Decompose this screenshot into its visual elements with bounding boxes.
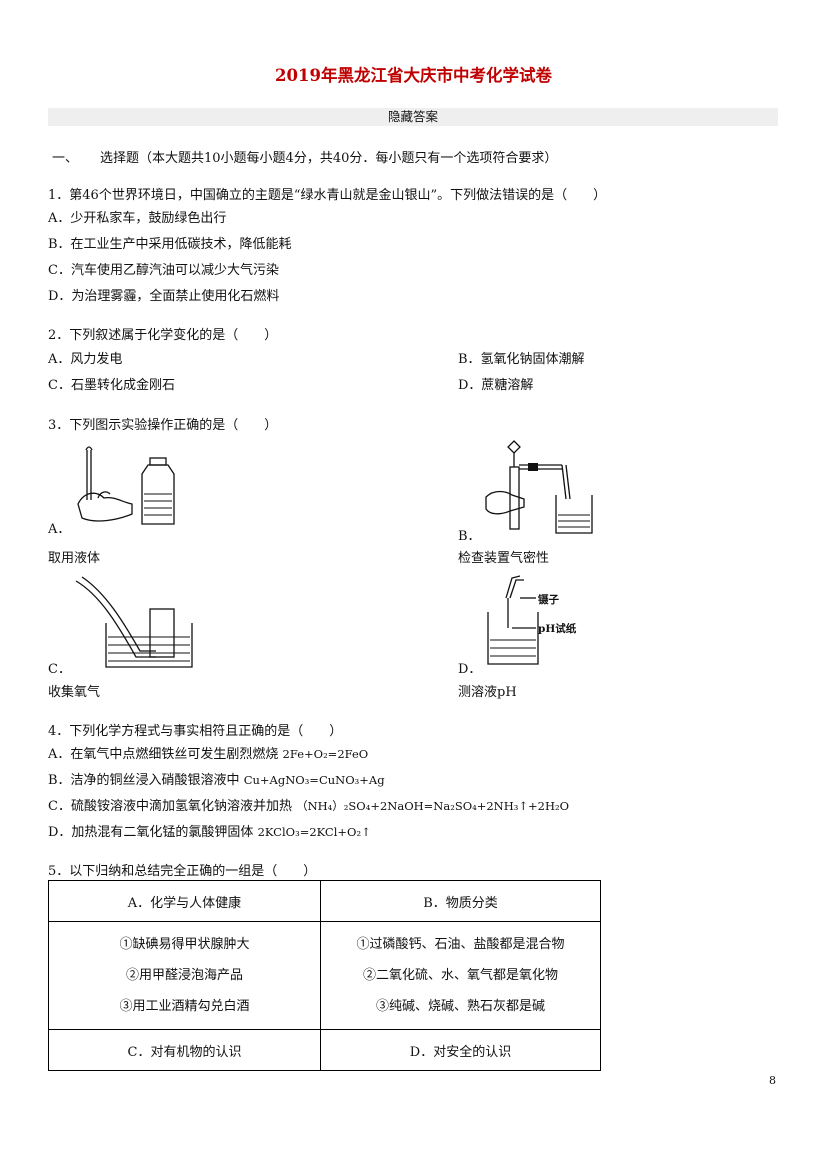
q1-option-d: D．为治理雾霾，全面禁止使用化石燃料 [48,289,280,304]
q5-b-item: ②二氧化硫、水、氧气都是氧化物 [362,968,558,983]
q5-a-item: ②用甲醛浸泡海产品 [125,968,243,983]
q5-table-b-head: B．物质分类 [320,880,601,922]
q5-a-item: ③用工业酒精勾兑白酒 [119,999,250,1014]
q5-table-a-items: ①缺碘易得甲状腺肿大 ②用甲醛浸泡海产品 ③用工业酒精勾兑白酒 [48,921,321,1030]
q4-option-d: D．加热混有二氧化锰的氯酸钾固体 2KClO₃=2KCl+O₂↑ [48,821,371,840]
q3-b-letter: B． [458,529,481,544]
q3-a-caption: 取用液体 [48,551,101,566]
q3-stem: 3．下列图示实验操作正确的是（ ） [48,418,278,433]
figure-measure-ph [487,575,539,665]
label-tweezers: 镊子 [538,594,559,606]
q5-b-item: ①过磷酸钙、石油、盐酸都是混合物 [356,937,565,952]
q4-option-c-equation: （NH₄）₂SO₄+2NaOH=Na₂SO₄+2NH₃↑+2H₂O [296,799,570,813]
q5-table-d-head: D．对安全的认识 [320,1029,601,1071]
q5-table-a-head: A．化学与人体健康 [48,880,321,922]
q4-option-b-text: B．洁净的铜丝浸入硝酸银溶液中 [48,773,240,788]
q3-d-letter: D． [458,662,482,677]
q1-option-a: A．少开私家车，鼓励绿色出行 [48,211,227,226]
q1-stem: 1．第46个世界环境日，中国确立的主题是“绿水青山就是金山银山”。下列做法错误的… [48,188,607,203]
q4-stem: 4．下列化学方程式与事实相符且正确的是（ ） [48,724,343,739]
q5-stem: 5．以下归纳和总结完全正确的一组是（ ） [48,864,317,879]
figure-airtight-check [485,440,593,534]
q3-c-letter: C． [48,662,71,677]
page-title: 2019年黑龙江省大庆市中考化学试卷 [275,66,552,85]
q4-option-a-equation: 2Fe+O₂=2FeO [282,747,369,761]
q4-option-b-equation: Cu+AgNO₃=CuNO₃+Ag [243,773,385,787]
q4-option-a-text: A．在氧气中点燃细铁丝可发生剧烈燃烧 [48,747,279,762]
q1-option-b: B．在工业生产中采用低碳技术，降低能耗 [48,237,292,252]
page-number: 8 [769,1074,776,1087]
q5-table: A．化学与人体健康 B．物质分类 ①缺碘易得甲状腺肿大 ②用甲醛浸泡海产品 ③用… [48,880,601,1071]
q4-option-d-text: D．加热混有二氧化锰的氯酸钾固体 [48,825,254,840]
hidden-answers-label: 隐藏答案 [387,109,438,124]
q5-b-item: ③纯碱、烧碱、熟石灰都是碱 [375,999,545,1014]
section-number: 一、 [52,151,79,166]
q4-option-d-equation: 2KClO₃=2KCl+O₂↑ [257,825,371,839]
q5-a-item: ①缺碘易得甲状腺肿大 [119,937,250,952]
q4-option-c-text: C．硫酸铵溶液中滴加氢氧化钠溶液并加热 [48,799,292,814]
q4-option-c: C．硫酸铵溶液中滴加氢氧化钠溶液并加热 （NH₄）₂SO₄+2NaOH=Na₂S… [48,795,569,814]
q1-option-c: C．汽车使用乙醇汽油可以减少大气污染 [48,263,279,278]
q3-c-caption: 收集氧气 [48,685,101,700]
q3-a-letter: A． [48,522,71,537]
label-ph-paper: pH试纸 [538,623,577,635]
q2-stem: 2．下列叙述属于化学变化的是（ ） [48,328,278,343]
q5-table-c-head: C．对有机物的认识 [48,1029,321,1071]
q3-d-caption: 测溶液pH [458,685,517,700]
q2-option-d: D．蔗糖溶解 [458,378,534,393]
section-heading: 选择题（本大题共10小题每小题4分，共40分．每小题只有一个选项符合要求） [100,151,558,166]
q4-option-a: A．在氧气中点燃细铁丝可发生剧烈燃烧 2Fe+O₂=2FeO [48,743,368,762]
hidden-answers-bar[interactable]: 隐藏答案 [48,108,778,126]
figure-collect-oxygen [75,576,193,668]
figure-take-liquid [77,446,175,525]
q2-option-b: B．氢氧化钠固体潮解 [458,352,585,367]
q2-option-a: A．风力发电 [48,352,123,367]
q4-option-b: B．洁净的铜丝浸入硝酸银溶液中 Cu+AgNO₃=CuNO₃+Ag [48,769,385,788]
q5-table-b-items: ①过磷酸钙、石油、盐酸都是混合物 ②二氧化硫、水、氧气都是氧化物 ③纯碱、烧碱、… [320,921,601,1030]
q2-option-c: C．石墨转化成金刚石 [48,378,175,393]
q3-b-caption: 检查装置气密性 [458,551,550,566]
